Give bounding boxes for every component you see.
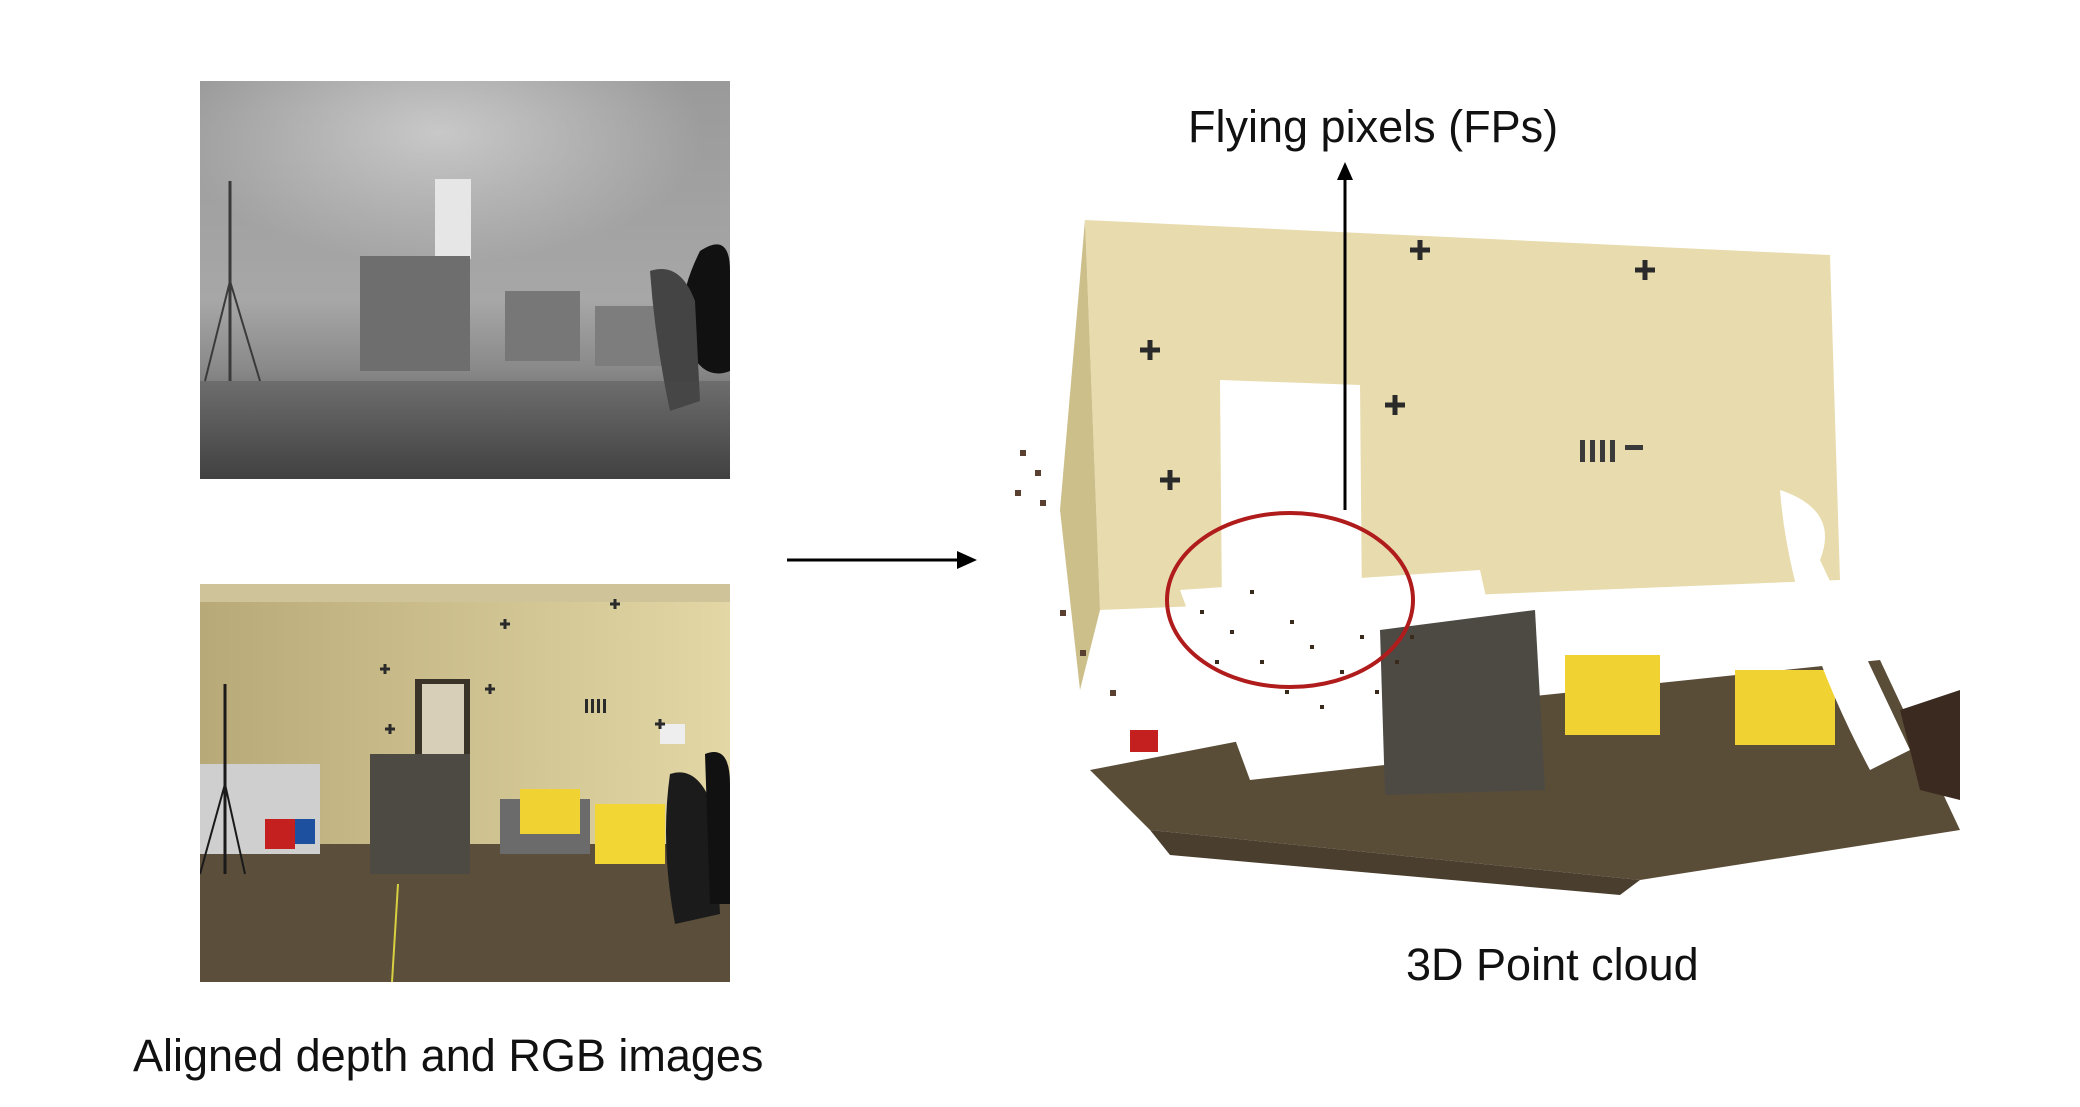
- aligned-images-label: Aligned depth and RGB images: [133, 1030, 764, 1081]
- flying-pixels-highlight: [1165, 511, 1415, 689]
- flying-pixels-label: Flying pixels (FPs): [1188, 101, 1559, 152]
- point-cloud-label: 3D Point cloud: [1406, 939, 1699, 990]
- transform-arrow: [787, 551, 977, 569]
- rgb-image: [200, 584, 730, 982]
- flying-pixels-arrow: [1337, 162, 1353, 510]
- point-cloud-image: [1000, 190, 1980, 920]
- depth-image: [200, 81, 730, 479]
